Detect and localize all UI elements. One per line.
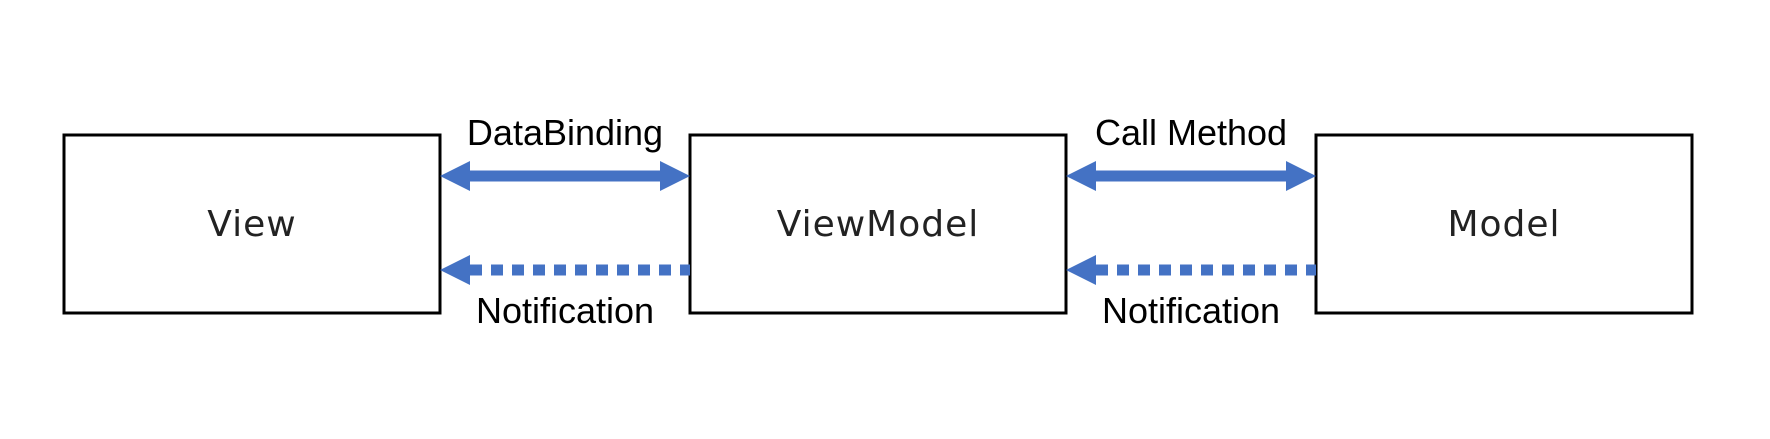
call-method-label: Call Method	[1095, 112, 1287, 153]
model-box-border	[1314, 133, 1694, 315]
databinding-label: DataBinding	[467, 112, 663, 153]
notification-label-right: Notification	[1102, 290, 1280, 331]
model-box-label: Model	[1447, 204, 1560, 245]
notification-arrow-to-view: Notification	[440, 255, 690, 331]
notification-arrowhead-to-view	[440, 255, 470, 285]
notification-arrowhead-to-viewmodel	[1066, 255, 1096, 285]
call-method-arrowhead-right	[1286, 161, 1316, 191]
viewmodel-box-border	[688, 133, 1068, 315]
viewmodel-box-label: ViewModel	[777, 204, 980, 245]
notification-arrow-to-viewmodel: Notification	[1066, 255, 1316, 331]
databinding-arrow: DataBinding	[440, 112, 690, 191]
databinding-arrowhead-right	[660, 161, 690, 191]
databinding-arrowhead-left	[440, 161, 470, 191]
call-method-arrowhead-left	[1066, 161, 1096, 191]
view-box: View	[62, 133, 442, 315]
call-method-arrow: Call Method	[1066, 112, 1316, 191]
view-box-border	[62, 133, 442, 315]
notification-label-left: Notification	[476, 290, 654, 331]
model-box: Model	[1314, 133, 1694, 315]
view-box-label: View	[207, 204, 296, 245]
viewmodel-box: ViewModel	[688, 133, 1068, 315]
